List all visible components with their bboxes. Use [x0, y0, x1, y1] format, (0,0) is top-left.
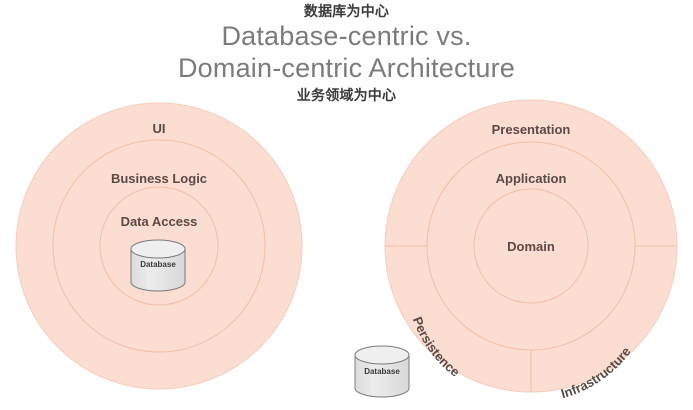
left-database-cylinder: Database: [130, 239, 186, 292]
right-diagram-group: Presentation Application Domain Persiste…: [354, 99, 678, 401]
right-ring-label-presentation: Presentation: [492, 122, 571, 137]
right-ring-label-domain: Domain: [507, 239, 555, 254]
left-ring-label-business-logic: Business Logic: [111, 171, 207, 186]
cylinder-body: [130, 248, 186, 292]
cylinder-top: [354, 345, 410, 365]
cylinder-body: [354, 354, 410, 398]
cylinder-top: [130, 239, 186, 259]
right-ring-label-application: Application: [496, 171, 567, 186]
right-database-cylinder: Database: [354, 345, 410, 398]
left-ring-label-data-access: Data Access: [121, 214, 198, 229]
right-database-label: Database: [364, 367, 400, 376]
left-ring-label-ui: UI: [153, 121, 166, 136]
right-ring-inner-domain: [473, 188, 589, 304]
left-database-label: Database: [140, 260, 176, 269]
left-diagram-group: UI Business Logic Data Access Database: [15, 102, 303, 390]
